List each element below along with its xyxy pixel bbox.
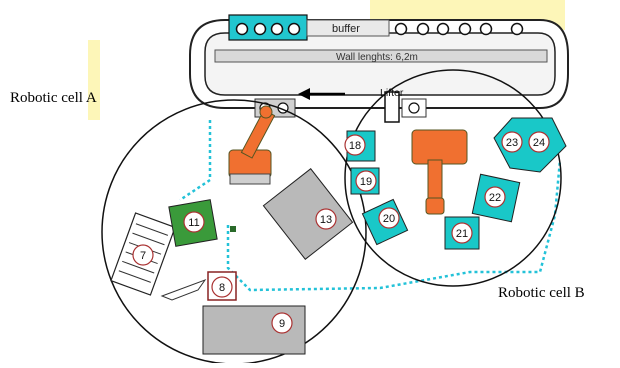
lifter-label: Lifter	[380, 87, 404, 99]
pallet-7	[436, 22, 450, 36]
station-22-marker	[484, 186, 506, 208]
lower-conveyor: Lifter	[254, 87, 427, 123]
station-8-label: 8	[219, 282, 225, 294]
station-19-label: 19	[360, 176, 372, 188]
station-13-marker	[315, 208, 337, 230]
robot-arm-b	[411, 129, 468, 215]
yellow-tint-left	[88, 40, 100, 120]
station-18-marker	[344, 134, 366, 156]
station-20-label: 20	[383, 213, 395, 225]
robot-arm-a	[228, 105, 276, 185]
station-21-marker	[451, 222, 473, 244]
station-8-fixture	[160, 278, 207, 301]
buffer-label: buffer	[332, 23, 360, 35]
pallet-3	[270, 22, 284, 36]
pallet-4	[287, 22, 301, 36]
wall	[214, 49, 548, 63]
robotic-cell-b-label: Robotic cell B	[498, 285, 585, 301]
pallet-10	[510, 22, 524, 36]
station-11-label: 11	[188, 217, 199, 229]
station-7-label: 7	[140, 250, 146, 262]
station-markers: 7 8 9 11 13 18 19 20 21 22 23 24	[132, 131, 550, 334]
station-24-marker	[528, 131, 550, 153]
wall-label: Wall lenghts: 6,2m	[336, 52, 418, 63]
station-24-label: 24	[533, 137, 545, 149]
station-18-label: 18	[349, 140, 361, 152]
pallet-9	[479, 22, 493, 36]
station-22-label: 22	[489, 192, 501, 204]
buffer-section: buffer	[228, 14, 524, 41]
lifter	[384, 91, 400, 123]
station-arrow-marker	[230, 226, 236, 232]
robotic-cell-a-label: Robotic cell A	[10, 90, 97, 106]
pallet-8	[458, 22, 472, 36]
top-pallets	[235, 22, 524, 36]
station-23-marker	[501, 131, 523, 153]
station-13-label: 13	[320, 214, 332, 226]
station-13-body	[262, 168, 354, 260]
station-20-marker	[378, 207, 400, 229]
station-8-marker	[211, 276, 233, 298]
pallet-6	[416, 22, 430, 36]
pallet-1	[235, 22, 249, 36]
cell-b-boundary	[344, 69, 562, 287]
pallet-2	[253, 22, 267, 36]
station-19-marker	[355, 170, 377, 192]
conveyor-loop: Wall lenghts: 6,2m	[189, 19, 569, 109]
station-9-label: 9	[279, 318, 285, 330]
station-23-label: 23	[506, 137, 518, 149]
station-9-marker	[271, 312, 293, 334]
pallet-5	[394, 22, 408, 36]
station-7-marker	[132, 244, 154, 266]
station-21-label: 21	[456, 228, 468, 240]
station-11-marker	[183, 211, 205, 233]
